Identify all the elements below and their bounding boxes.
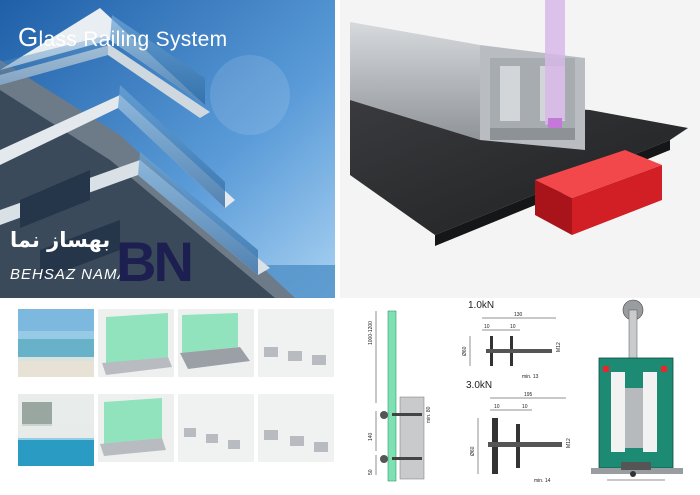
hero-building-photo [0,0,335,298]
clamp-render [184,428,240,449]
dim-left-1kn: 10 [484,324,490,330]
gallery-render-2[interactable] [178,309,254,377]
dim-total-3kn: 195 [524,392,533,398]
dim-right-1kn: 10 [510,324,516,330]
logo-persian-text: بهساز نما [10,228,111,252]
hero-title-rest: lass Railing System [38,28,228,51]
dim-thread-1kn: M12 [556,342,562,352]
logo-mark: BN [116,230,194,293]
dim-min-3kn: min. 14 [534,478,551,484]
profile-section-drawing [591,299,683,481]
dim-mid: 140 [368,432,374,441]
dim-dia-3kn: Ø60 [470,446,476,456]
dim-bottom: 50 [368,469,374,475]
terrace-photo [18,394,94,466]
dim-height: 1000-1200 [368,321,374,345]
gallery-render-6[interactable] [258,394,334,462]
hero-title-initial: G [18,22,39,52]
gallery-render-1[interactable] [98,309,174,377]
dim-thread-3kn: M12 [566,438,572,448]
diagram-1kn: 1.0kN 130 10 10 Ø60 M12 min. 13 [462,300,572,385]
dim-min: min. 80 [426,406,432,423]
fixing-1kn-drawing [469,317,556,366]
gallery-photo-poolside[interactable] [18,309,94,377]
poolside-photo [18,309,94,377]
gallery-render-4[interactable] [98,394,174,462]
dim-left-3kn: 10 [494,404,500,410]
fixing-3kn-drawing [477,397,566,474]
logo-latin-text: BEHSAZ NAMA [10,266,129,283]
load-3kn: 3.0kN [466,380,493,391]
dim-min-1kn: min. 13 [522,374,539,380]
vertical-section-drawing [375,310,425,482]
gallery-render-3[interactable] [258,309,334,377]
brand-logo: بهساز نما BEHSAZ NAMA BN [8,228,194,294]
hero-title: Glass Railing System [18,22,227,53]
dim-right-3kn: 10 [522,404,528,410]
glass-panel-render [102,313,172,375]
gallery-photo-terrace[interactable] [18,394,94,466]
diagram-3kn: 3.0kN 195 10 10 Ø60 M12 min. 14 [462,380,577,488]
building-illustration [0,0,335,298]
dim-total-1kn: 130 [514,312,523,318]
clamp-render [264,430,328,452]
diagram-profile-section [585,296,695,488]
dim-dia-1kn: Ø60 [462,346,468,356]
clamp-render [264,347,326,365]
aluminium-profile-illustration [350,0,688,246]
diagram-vertical-section: 1000-1200 140 50 min. 80 [362,305,452,490]
load-1kn: 1.0kN [468,300,495,311]
gallery-render-5[interactable] [178,394,254,462]
profile-render [340,0,700,298]
glass-panel-render [100,398,166,456]
glass-panel-render [180,313,250,369]
